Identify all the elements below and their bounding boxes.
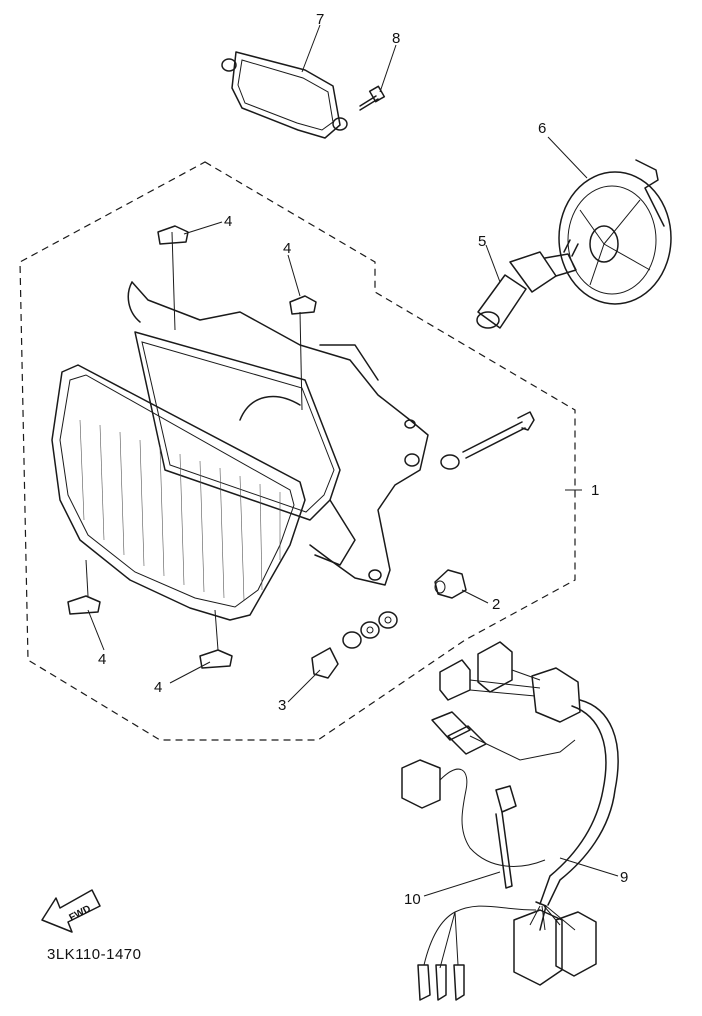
clip-top: [157, 225, 189, 245]
position-lamp-lens: [221, 51, 348, 139]
clip-upper-mid: [289, 295, 317, 315]
callout-3: 3: [278, 697, 286, 714]
callout-2: 2: [492, 596, 500, 613]
lens-pattern: [79, 419, 281, 601]
callout-9: 9: [620, 869, 628, 886]
clip-bottom-left: [67, 595, 101, 615]
adjusting-screw: [440, 411, 535, 470]
callout-7: 7: [316, 11, 324, 28]
callout-4-bottom-mid: 4: [154, 679, 162, 696]
assembly-boundary: [19, 161, 576, 741]
callout-4-mid: 4: [283, 240, 291, 257]
callout-5: 5: [478, 233, 486, 250]
screw: [359, 85, 386, 111]
headlight-body: [127, 281, 429, 586]
grommet: [434, 569, 467, 599]
headlight-wire-harness: [401, 641, 619, 1001]
halogen-bulb: [476, 239, 579, 329]
diagram-code: 3LK110-1470: [47, 946, 141, 963]
clip-bottom-mid: [199, 649, 233, 669]
callout-10: 10: [404, 891, 421, 908]
callout-4-bottom-left: 4: [98, 651, 106, 668]
forward-arrow: FWD: [41, 889, 101, 933]
callout-1: 1: [591, 482, 599, 499]
cable-tie: [495, 785, 517, 889]
forward-arrow-text: FWD: [68, 903, 93, 923]
callout-8: 8: [392, 30, 400, 47]
callout-6: 6: [538, 120, 546, 137]
headlight-lens: [51, 364, 306, 621]
nut-and-washers: [311, 611, 398, 679]
callout-4-top: 4: [224, 213, 232, 230]
leader-lines: [85, 24, 619, 897]
bulb-cover: [558, 159, 672, 305]
